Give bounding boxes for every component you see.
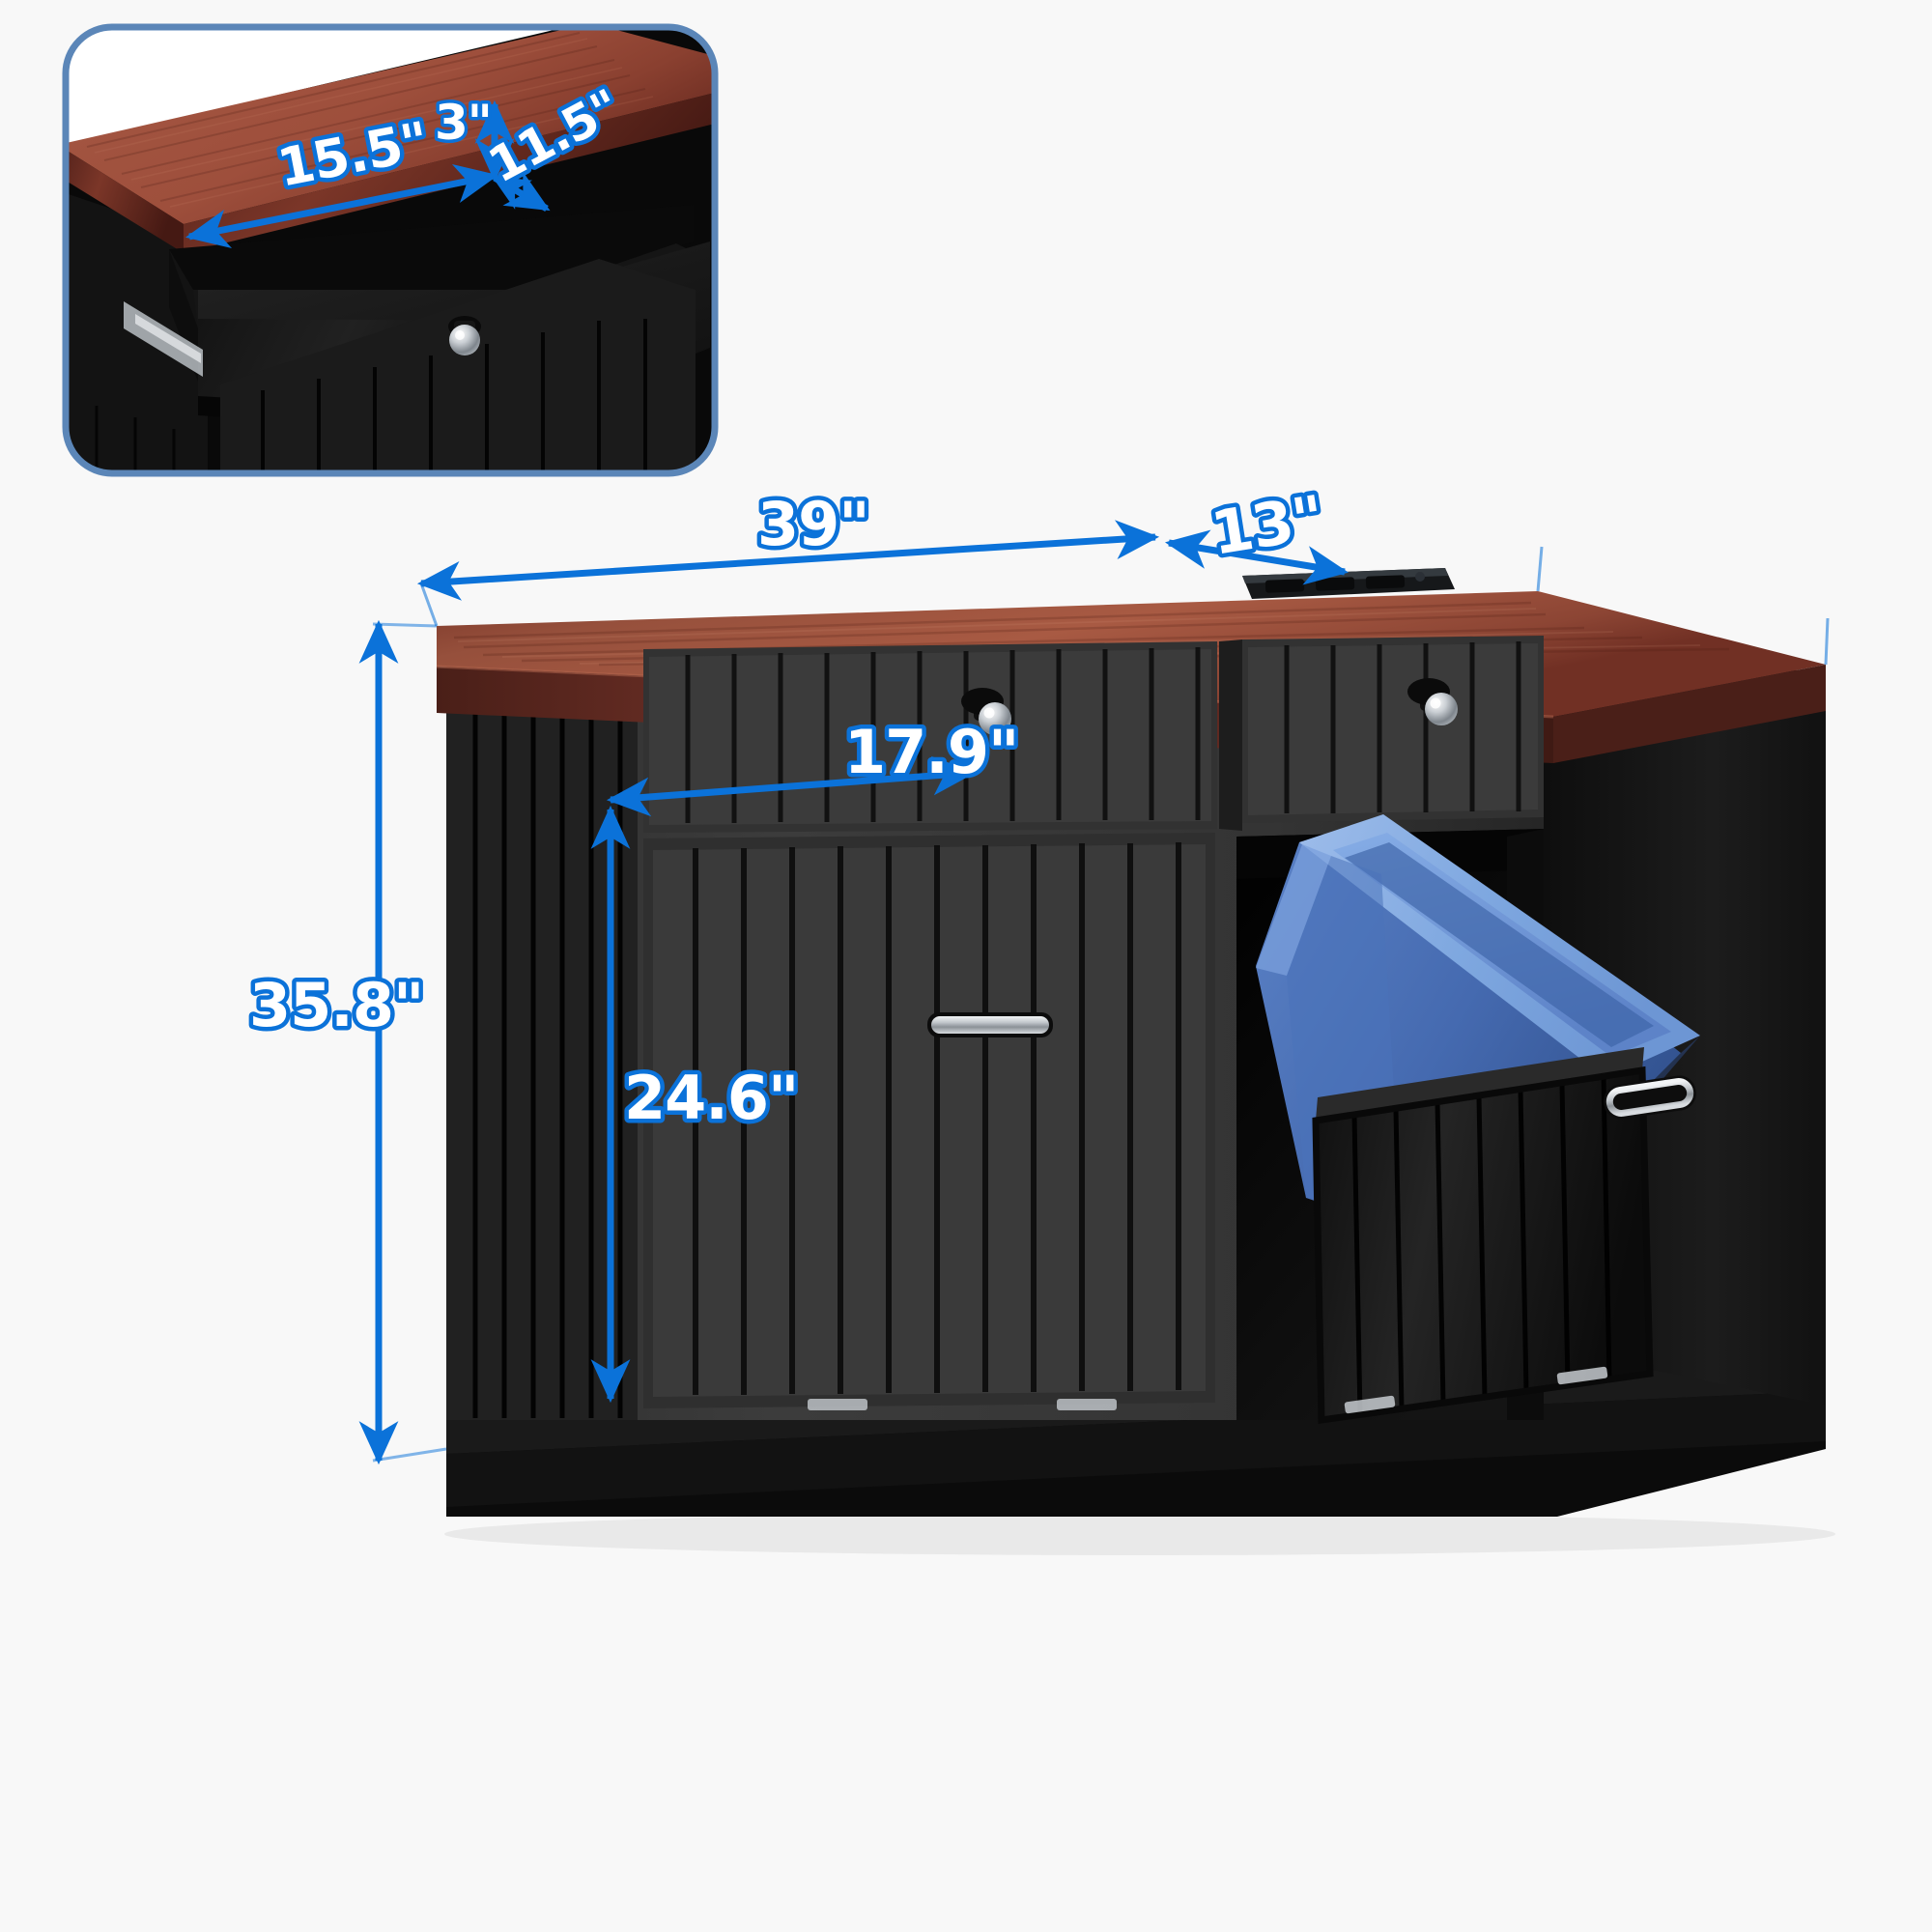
label-drawer-depth: 11.5" xyxy=(479,79,629,194)
main-dimension-labels: 39" 13" 35.8" 17.9" 24.6" xyxy=(245,477,1333,1137)
cabinet-door-handle-icon xyxy=(927,1012,1053,1037)
inset-dimension-labels: 15.5" 3" 11.5" xyxy=(269,74,634,203)
right-drawer-knob xyxy=(1407,678,1458,725)
inset-drawer-knob xyxy=(448,316,481,355)
label-overall-depth: 13" xyxy=(1207,482,1328,569)
left-drawer-knob xyxy=(961,688,1011,735)
main-dimension-lines xyxy=(358,520,1830,1465)
tilt-door-handle-icon xyxy=(1604,1075,1696,1120)
right-drawer-artwork xyxy=(1242,636,1544,823)
tilt-out-door-artwork xyxy=(1312,1047,1696,1425)
label-drawer-width: 15.5" xyxy=(272,110,433,199)
inset-dimension-lines xyxy=(185,99,551,249)
label-drawer-height: 3" xyxy=(435,95,492,151)
label-overall-height: 35.8" xyxy=(249,970,423,1040)
left-cabinet-door-artwork xyxy=(643,833,1215,1410)
label-overall-width: 39" xyxy=(757,489,869,559)
label-door-width: 17.9" xyxy=(844,717,1018,787)
label-door-height: 24.6" xyxy=(624,1063,798,1133)
